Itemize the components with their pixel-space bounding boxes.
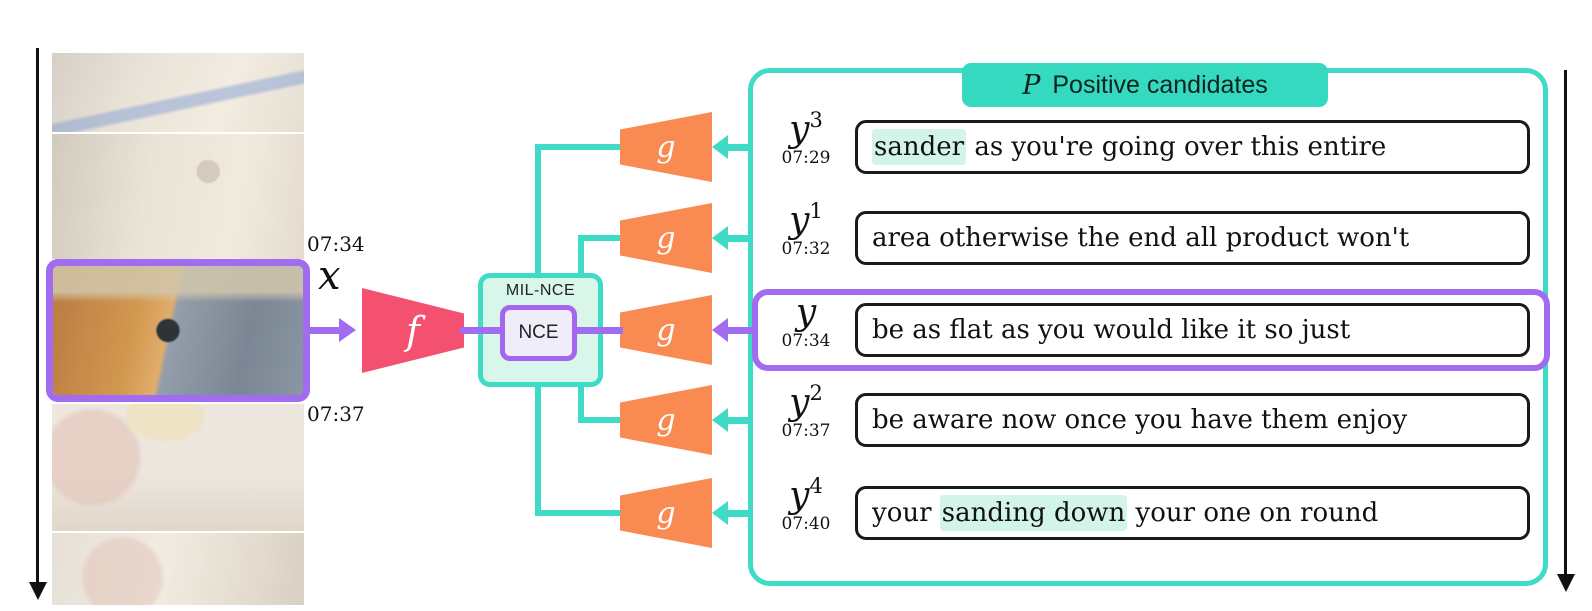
mil-nce-label: MIL-NCE: [505, 282, 576, 299]
y3-to-g-arrow-icon: [712, 135, 758, 159]
text-encoder-g-y3: g: [620, 112, 712, 182]
y-time: 07:32: [781, 238, 831, 259]
text-encoder-g-y4: g: [620, 478, 712, 548]
g-label: g: [656, 402, 676, 438]
f-label: f: [405, 308, 421, 353]
connector-v-y2: [578, 383, 584, 423]
connector-v-y3: [535, 144, 541, 278]
right-timeline-arrowhead-icon: [1557, 574, 1575, 592]
clip-end-time: 07:37: [307, 402, 365, 426]
y-sup: 4: [809, 474, 823, 498]
candidate-row-y1: y1 07:32 area otherwise the end all prod…: [748, 199, 1548, 276]
clip-variable-x: x: [318, 253, 341, 299]
y-sup: 2: [809, 381, 823, 405]
y-time: 07:37: [781, 420, 831, 441]
clip-to-f-arrow-icon: [306, 318, 356, 342]
video-frame-hands: [52, 533, 304, 605]
g-label: g: [656, 220, 676, 256]
connector-h-y4: [535, 510, 623, 516]
video-frame-wood-table: [52, 134, 304, 259]
connector-h-y2: [578, 417, 623, 423]
script-p-symbol: P: [1022, 69, 1041, 101]
y-time: 07:29: [781, 147, 831, 168]
candidate-sentence: your sanding down your one on round: [855, 486, 1530, 540]
text-encoder-g-y1: g: [620, 203, 712, 273]
candidate-sentence: area otherwise the end all product won't: [855, 211, 1530, 265]
y-var: y: [789, 200, 810, 241]
candidate-sentence: sander as you're going over this entire: [855, 120, 1530, 174]
y-sup: 3: [809, 108, 823, 132]
candidate-label-y: y 07:34: [760, 292, 852, 368]
video-encoder-f: f: [362, 288, 464, 373]
candidate-row-y3: y3 07:29 sander as you're going over thi…: [748, 108, 1548, 185]
g-label: g: [656, 312, 676, 348]
candidate-label-y4: y4 07:40: [760, 474, 852, 551]
left-timeline-line: [36, 48, 39, 584]
candidate-row-y4: y4 07:40 your sanding down your one on r…: [748, 474, 1548, 551]
right-timeline-line: [1564, 70, 1567, 576]
text-encoder-g-y: g: [620, 295, 712, 365]
candidate-row-y2: y2 07:37 be aware now once you have them…: [748, 381, 1548, 458]
y1-to-g-arrow-icon: [712, 226, 758, 250]
connector-v-y1: [578, 235, 584, 278]
sanding-scene-image: [53, 266, 303, 395]
connector-h-y3: [535, 144, 623, 150]
y-to-g-arrow-icon: [712, 318, 754, 342]
video-frame-selected-clip: [46, 259, 310, 402]
text-encoder-g-y2: g: [620, 385, 712, 455]
candidate-label-y3: y3 07:29: [760, 108, 852, 185]
connector-h-y1: [578, 235, 623, 241]
candidate-row-y-selected: y 07:34 be as flat as you would like it …: [748, 292, 1548, 368]
left-timeline-arrowhead-icon: [29, 582, 47, 600]
y-var: y: [789, 475, 810, 516]
g-label: g: [656, 129, 676, 165]
nce-box: NCE: [500, 305, 577, 361]
positive-candidates-title: Positive candidates: [1052, 70, 1268, 99]
y-time: 07:40: [781, 513, 831, 534]
clip-start-time: 07:34: [307, 232, 365, 256]
y-var: y: [789, 382, 810, 423]
positive-candidates-title-badge: P Positive candidates: [962, 63, 1328, 107]
y-sup: 1: [809, 199, 823, 223]
video-frame-wood-planks: [52, 53, 304, 132]
y4-to-g-arrow-icon: [712, 501, 758, 525]
candidate-label-y2: y2 07:37: [760, 381, 852, 458]
candidate-label-y1: y1 07:32: [760, 199, 852, 276]
candidate-sentence: be as flat as you would like it so just: [855, 303, 1530, 357]
y2-to-g-arrow-icon: [712, 408, 758, 432]
y-var: y: [795, 292, 817, 333]
nce-label: NCE: [518, 322, 559, 343]
video-frame-glue-bottle: [52, 404, 304, 531]
g-label: g: [656, 495, 676, 531]
connector-v-y4: [535, 383, 541, 516]
candidate-sentence: be aware now once you have them enjoy: [855, 393, 1530, 447]
y-time: 07:34: [781, 330, 831, 351]
y-var: y: [789, 109, 810, 150]
